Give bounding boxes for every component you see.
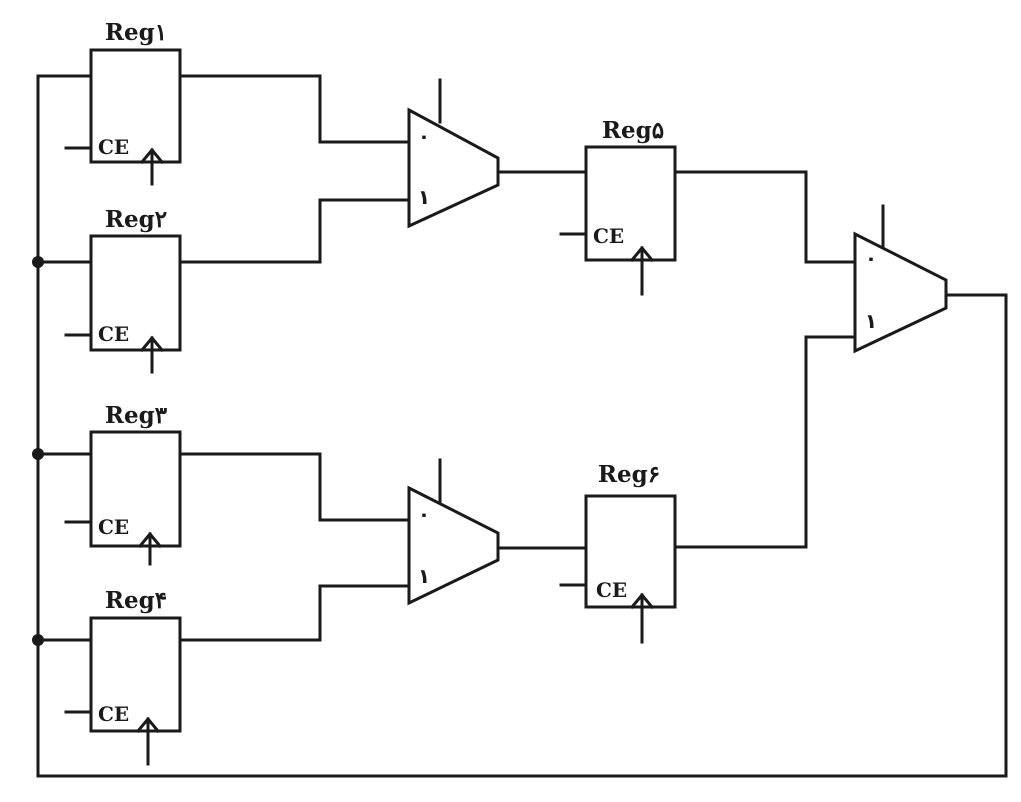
wires	[36, 74, 1008, 778]
ce-label: CE	[596, 578, 627, 602]
mux-body	[407, 107, 500, 229]
register-box	[89, 234, 182, 352]
register-reg6: Reg۶ CE	[559, 461, 677, 644]
register-reg2: Reg۲ CE	[64, 206, 182, 374]
mux-body	[407, 485, 500, 606]
ce-label: CE	[98, 322, 129, 346]
mux-2: ۰ ۱	[407, 485, 500, 606]
mux-input0-label: ۰	[865, 246, 877, 270]
register-title: Reg۶	[598, 461, 660, 488]
mux-input1-label: ۱	[865, 309, 877, 333]
register-title: Reg۱	[105, 19, 167, 46]
register-reg4: Reg۴ CE	[64, 587, 182, 766]
wire-reg6-to-mux3	[673, 335, 857, 549]
junction-dot	[32, 634, 44, 646]
mux-input0-label: ۰	[418, 502, 430, 526]
register-box	[584, 145, 677, 262]
register-reg3: Reg۳ CE	[64, 402, 182, 566]
register-reg1: Reg۱ CE	[64, 19, 182, 186]
register-title: Reg۴	[105, 587, 167, 614]
wire-reg3-to-mux2	[178, 452, 411, 522]
junction-dot	[32, 448, 44, 460]
ce-label: CE	[98, 702, 129, 726]
register-reg5: Reg۵ CE	[559, 117, 677, 296]
register-box	[89, 430, 182, 548]
mux-3: ۰ ۱	[853, 231, 948, 354]
mux-1: ۰ ۱	[407, 107, 500, 229]
mux-input0-label: ۰	[418, 124, 430, 148]
ce-label: CE	[593, 224, 624, 248]
mux-body	[853, 231, 948, 354]
wire-reg2-to-mux1	[178, 198, 411, 264]
junctions	[32, 256, 44, 646]
wire-reg5-to-mux3	[673, 170, 857, 264]
register-title: Reg۲	[105, 206, 167, 233]
register-box	[89, 616, 182, 733]
register-title: Reg۵	[602, 117, 664, 144]
register-box	[89, 48, 182, 164]
wire-reg1-to-mux1	[178, 74, 411, 144]
mux-input1-label: ۱	[418, 564, 430, 588]
wire-left-bus	[36, 74, 1008, 778]
ce-label: CE	[98, 515, 129, 539]
wire-reg4-to-mux2	[178, 584, 411, 642]
junction-dot	[32, 256, 44, 268]
mux-input1-label: ۱	[418, 185, 430, 209]
ce-label: CE	[98, 135, 129, 159]
register-title: Reg۳	[105, 402, 168, 429]
register-box	[584, 494, 677, 609]
